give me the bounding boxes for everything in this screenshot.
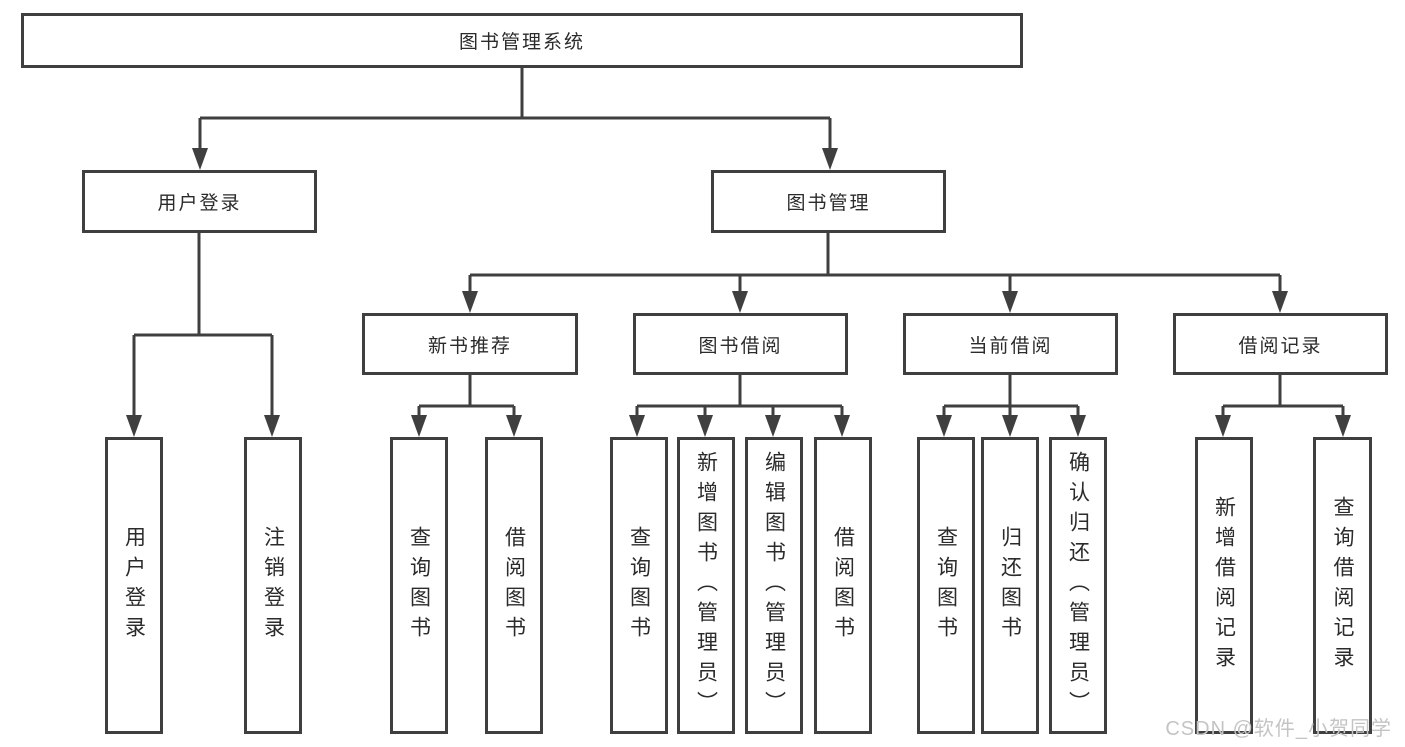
node-current-borrow: 当前借阅 <box>903 313 1118 375</box>
leaf-logout: 注销登录 <box>244 437 302 734</box>
node-book-management: 图书管理 <box>711 170 946 233</box>
node-label: 归还图书 <box>998 525 1022 646</box>
node-label: 注销登录 <box>261 525 285 646</box>
node-new-book-recommend: 新书推荐 <box>362 313 578 375</box>
node-label: 新书推荐 <box>427 335 512 357</box>
node-borrow-records: 借阅记录 <box>1173 313 1388 375</box>
node-book-borrow: 图书借阅 <box>633 313 848 375</box>
watermark: CSDN @软件_小贺同学 <box>1165 718 1392 740</box>
node-label: 查询借阅记录 <box>1331 495 1354 676</box>
node-label: 查询图书 <box>627 525 651 646</box>
node-label: 新增图书（管理员） <box>694 450 718 721</box>
node-library-management-system: 图书管理系统 <box>21 13 1023 68</box>
node-label: 借阅记录 <box>1238 335 1323 357</box>
node-label: 新增借阅记录 <box>1212 495 1236 676</box>
leaf-query-books-recommend: 查询图书 <box>390 437 448 734</box>
node-label: 编辑图书（管理员） <box>762 450 786 721</box>
node-label: 确认归还（管理员） <box>1066 450 1090 721</box>
node-label: 图书管理系统 <box>458 32 585 53</box>
node-label: 借阅图书 <box>502 525 526 646</box>
leaf-borrow-books-recommend: 借阅图书 <box>485 437 543 734</box>
leaf-query-books-current: 查询图书 <box>917 437 975 734</box>
leaf-add-book-admin: 新增图书（管理员） <box>677 437 735 734</box>
leaf-add-borrow-record: 新增借阅记录 <box>1195 437 1253 734</box>
node-label: 图书管理 <box>786 193 871 214</box>
node-label: 查询图书 <box>934 525 958 646</box>
node-label: 用户登录 <box>157 193 242 214</box>
leaf-confirm-return-admin: 确认归还（管理员） <box>1049 437 1107 734</box>
leaf-borrow-books: 借阅图书 <box>814 437 872 734</box>
node-user-login: 用户登录 <box>82 170 317 233</box>
leaf-return-book: 归还图书 <box>981 437 1039 734</box>
leaf-query-borrow-record: 查询借阅记录 <box>1313 437 1372 734</box>
leaf-query-books-borrow: 查询图书 <box>610 437 668 734</box>
node-label: 查询图书 <box>407 525 431 646</box>
node-label: 当前借阅 <box>968 335 1053 357</box>
node-label: 用户登录 <box>122 525 146 646</box>
leaf-edit-book-admin: 编辑图书（管理员） <box>745 437 803 734</box>
node-label: 图书借阅 <box>698 335 783 357</box>
leaf-user-login: 用户登录 <box>105 437 163 734</box>
node-label: 借阅图书 <box>831 525 855 646</box>
